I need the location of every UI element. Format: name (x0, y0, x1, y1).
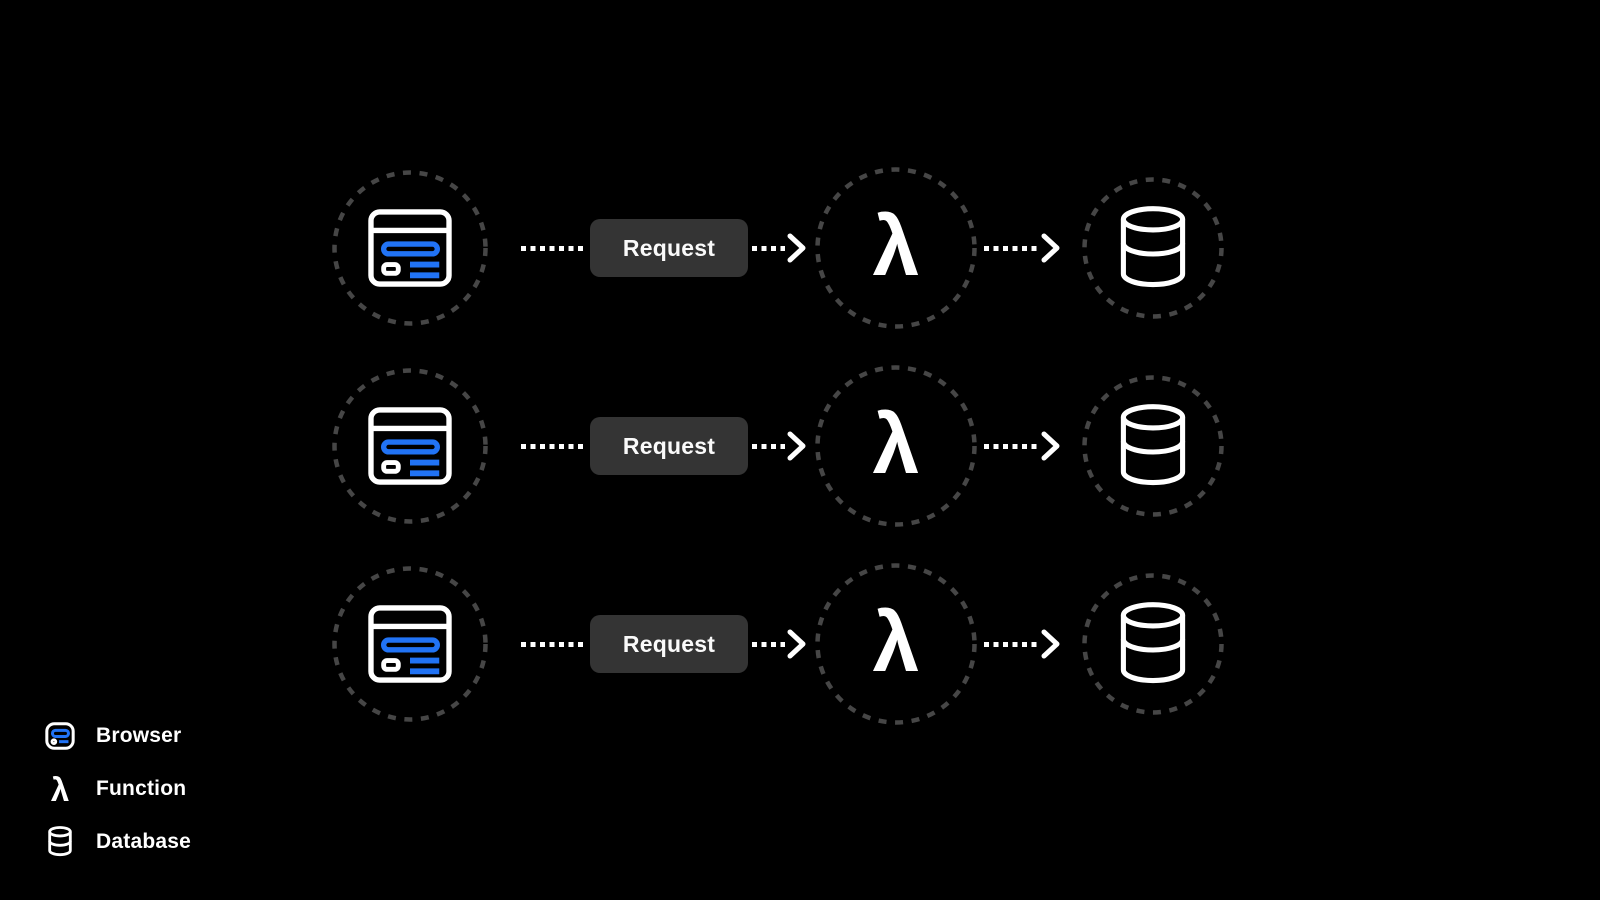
arrowhead-icon (1041, 431, 1060, 461)
database-node (1082, 573, 1224, 715)
browser-node (332, 368, 488, 524)
dashed-connector (752, 246, 785, 251)
legend-item-database: Database (42, 825, 191, 859)
arrowhead-icon (787, 431, 806, 461)
request-label: Request (622, 234, 716, 261)
lambda-icon: λ (872, 199, 920, 293)
legend-label: Database (96, 830, 191, 853)
dashed-ring (332, 566, 488, 722)
browser-icon (368, 209, 452, 287)
browser-icon (368, 407, 452, 485)
dashed-ring (815, 365, 977, 527)
arrowhead-icon (1041, 233, 1060, 263)
dashed-connector (752, 444, 785, 449)
dashed-connector (984, 444, 1038, 449)
lambda-icon: λ (872, 397, 920, 491)
function-node: λ (815, 563, 977, 725)
database-icon (1120, 404, 1186, 486)
dashed-ring (815, 563, 977, 725)
dashed-ring (332, 170, 488, 326)
legend-label: Function (96, 777, 187, 800)
lambda-icon: λ (872, 595, 920, 689)
database-icon (42, 825, 78, 859)
browser-node (332, 170, 488, 326)
dashed-connector (521, 246, 585, 251)
request-badge: Request (590, 615, 748, 673)
legend: Browser λ Function Database (42, 719, 191, 859)
dashed-ring (332, 368, 488, 524)
flow-row: Request λ (0, 166, 1600, 330)
dashed-connector (752, 642, 785, 647)
browser-icon (368, 605, 452, 683)
flow-row: Request λ (0, 562, 1600, 726)
browser-icon (42, 720, 78, 752)
request-badge: Request (590, 219, 748, 277)
function-node: λ (815, 167, 977, 329)
database-node (1082, 177, 1224, 319)
browser-node (332, 566, 488, 722)
request-badge: Request (590, 417, 748, 475)
arrowhead-icon (787, 233, 806, 263)
dashed-connector (984, 642, 1038, 647)
request-label: Request (622, 432, 716, 459)
lambda-icon: λ (50, 770, 70, 808)
database-icon (1120, 602, 1186, 684)
dashed-ring (1082, 375, 1224, 517)
arrowhead-icon (787, 629, 806, 659)
dashed-connector (984, 246, 1038, 251)
dashed-ring (1082, 573, 1224, 715)
dashed-connector (521, 444, 585, 449)
function-node: λ (815, 365, 977, 527)
flow-row: Request λ (0, 364, 1600, 528)
database-icon (1120, 206, 1186, 288)
database-node (1082, 375, 1224, 517)
legend-item-function: λ Function (42, 772, 191, 806)
request-label: Request (622, 630, 716, 657)
legend-label: Browser (96, 724, 182, 747)
dashed-ring (1082, 177, 1224, 319)
dashed-ring (815, 167, 977, 329)
legend-item-browser: Browser (42, 719, 191, 753)
dashed-connector (521, 642, 585, 647)
arrowhead-icon (1041, 629, 1060, 659)
